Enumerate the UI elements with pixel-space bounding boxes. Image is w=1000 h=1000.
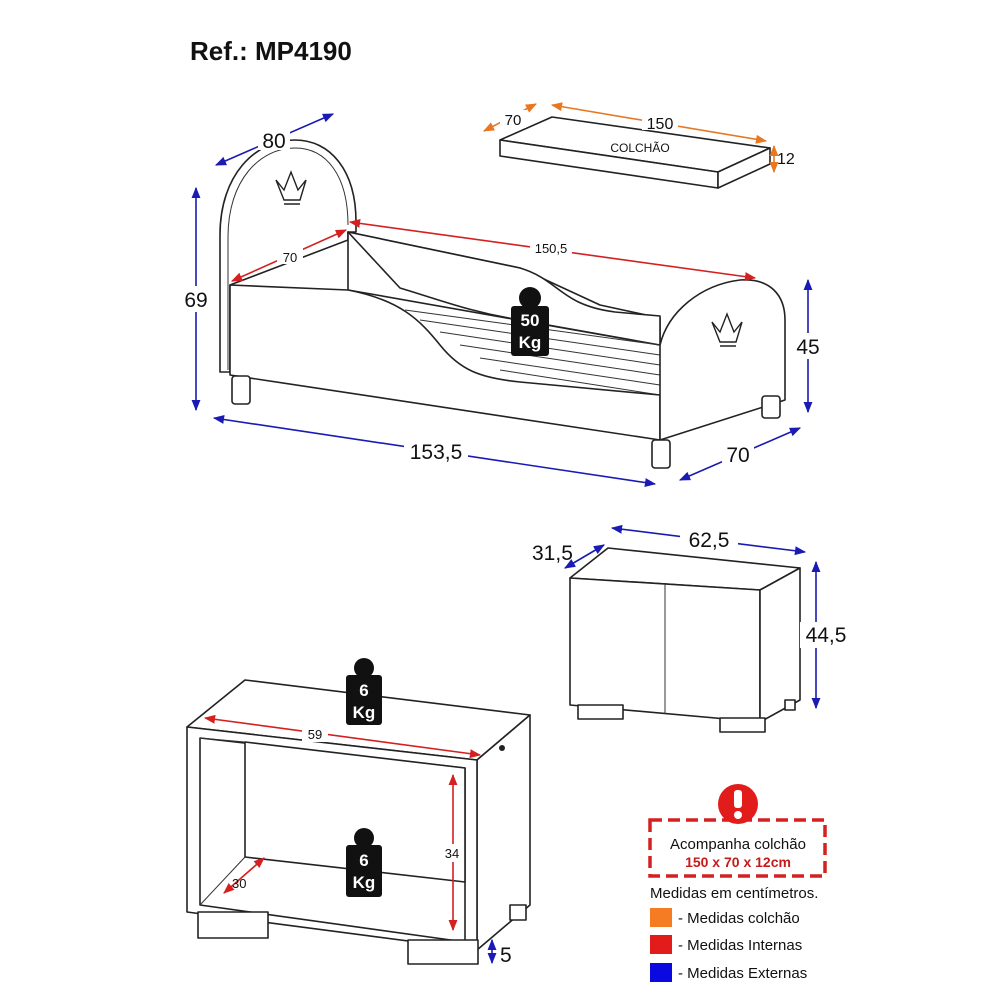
weight-tag-bed: 50 Kg	[511, 287, 549, 356]
bookcase-shelf-weight-unit: Kg	[353, 873, 376, 892]
weight-tag-bookcase-top: 6 Kg	[346, 658, 382, 725]
notice-line2: 150 x 70 x 12cm	[685, 854, 791, 870]
bookcase-top-weight-value: 6	[359, 681, 368, 700]
cabinet-width-label: 62,5	[689, 529, 730, 552]
bed-height-label: 69	[184, 289, 207, 312]
legend-swatch-blue	[650, 963, 672, 982]
mattress-label: COLCHÃO	[610, 141, 669, 155]
legend-label-external: - Medidas Externas	[678, 965, 807, 982]
bed-headboard-width-label: 80	[262, 130, 285, 153]
mattress-height-label: 12	[777, 151, 795, 168]
bookcase-inner-depth-label: 30	[232, 876, 246, 891]
bed-weight-unit: Kg	[519, 333, 542, 352]
bookcase-shelf-weight-value: 6	[359, 851, 368, 870]
bed-outer-length-label: 153,5	[410, 441, 463, 464]
bookcase-inner-width-label: 59	[308, 727, 322, 742]
bookcase-top-weight-unit: Kg	[353, 703, 376, 722]
legend-title: Medidas em centímetros.	[650, 885, 818, 902]
crown-icon-footboard	[711, 312, 743, 347]
bookcase-drawing: 6 Kg 6 Kg 59 34 30 5	[186, 658, 531, 967]
bed-outer-width-label: 70	[726, 444, 749, 467]
legend-label-internal: - Medidas Internas	[678, 937, 802, 954]
weight-tag-bookcase-shelf: 6 Kg	[346, 828, 382, 897]
notice-line1: Acompanha colchão	[670, 836, 806, 853]
legend-label-mattress: - Medidas colchão	[678, 910, 800, 927]
cabinet-drawing: 62,5 31,5 44,5	[532, 524, 852, 733]
bookcase-foot-height-label: 5	[500, 944, 512, 967]
mattress-width-label: 70	[505, 112, 522, 129]
mattress-drawing: COLCHÃO 70 150 12	[483, 102, 795, 189]
bookcase-inner-height-label: 34	[445, 846, 459, 861]
legend-swatch-orange	[650, 908, 672, 927]
cabinet-height-label: 44,5	[806, 624, 847, 647]
bed-drawing: 50 Kg 80 69 70 150,5 45 153,5 70	[180, 113, 824, 487]
reference-title: Ref.: MP4190	[190, 36, 352, 66]
mattress-notice: Acompanha colchão 150 x 70 x 12cm	[648, 784, 827, 878]
bed-footboard-height-label: 45	[796, 336, 819, 359]
legend: Medidas em centímetros. - Medidas colchã…	[650, 885, 818, 982]
legend-swatch-red	[650, 935, 672, 954]
bed-inner-width-label: 70	[283, 250, 297, 265]
crown-icon	[275, 170, 307, 205]
mattress-length-label: 150	[647, 116, 674, 133]
bed-weight-value: 50	[521, 311, 540, 330]
cabinet-depth-label: 31,5	[532, 542, 573, 565]
bed-inner-length-label: 150,5	[535, 241, 568, 256]
